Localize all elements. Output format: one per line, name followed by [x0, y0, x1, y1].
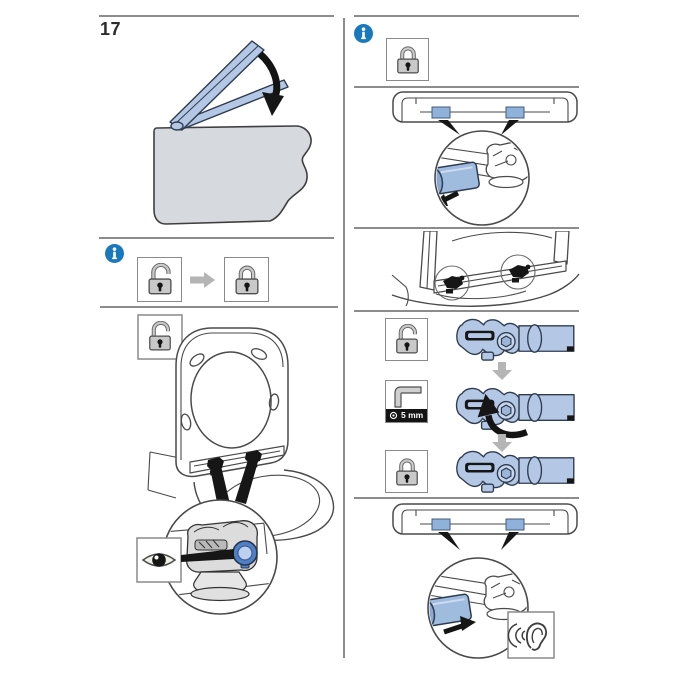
- magnifier-detail: [434, 130, 530, 226]
- close-direction-arrow: [257, 51, 284, 116]
- seat-right-edge: [553, 231, 570, 265]
- section-rule: [99, 15, 334, 17]
- callout-arrow-right: [235, 458, 259, 504]
- unlocked-state-box: [137, 257, 182, 302]
- hinge-highlight-left: [434, 265, 470, 301]
- seat-lid-slat: [169, 40, 265, 131]
- open-padlock-icon: [391, 324, 423, 356]
- section-rule: [354, 497, 579, 499]
- section-rule: [99, 237, 334, 239]
- hinge-mechanism-turning: [452, 378, 580, 439]
- illustration-close-lid: [153, 40, 312, 225]
- unlocked-state-box: [137, 314, 183, 360]
- illustration-seat-raised: [391, 231, 580, 307]
- eye-check-box: [136, 537, 182, 583]
- callout-arrow-right: [501, 532, 519, 550]
- section-rule: [354, 86, 579, 88]
- unlocked-state-box: [385, 318, 428, 361]
- section-rule: [100, 306, 338, 308]
- illustration-seat-check: [136, 314, 335, 615]
- locked-state-box: [385, 450, 428, 493]
- socket-size-icon: [389, 411, 398, 419]
- seat-ring: [175, 327, 289, 478]
- section-rule: [354, 15, 579, 17]
- section-rule: [354, 310, 579, 312]
- next-step-arrow-icon: [492, 434, 512, 452]
- ear-listen-icon: [507, 622, 548, 651]
- seat-underside: [392, 91, 578, 123]
- closed-padlock-icon: [230, 263, 264, 297]
- callout-arrow-left: [438, 532, 460, 550]
- step-number: 17: [100, 19, 122, 39]
- seat-underside: [392, 503, 578, 535]
- callout-arrow-right: [501, 120, 519, 135]
- callout-arrow-left: [210, 466, 230, 507]
- listen-box: [507, 611, 555, 659]
- hinge-mechanism-unlocked: [452, 316, 580, 363]
- toilet-bowl: [391, 273, 580, 307]
- column-divider: [343, 18, 345, 658]
- allen-key-size-bar: 5 mm: [386, 408, 427, 422]
- allen-key-size-label: 5 mm: [401, 410, 424, 420]
- seat-arc: [451, 231, 553, 242]
- transition-arrow-icon: [190, 272, 215, 288]
- locked-state-box: [224, 257, 269, 302]
- eye-pointer-arrow: [181, 549, 234, 562]
- closed-padlock-icon: [391, 456, 423, 488]
- slide-in-arrow: [443, 616, 476, 635]
- roller-cylinder: [436, 161, 480, 196]
- illustration-remove-roller: [392, 91, 578, 226]
- section-rule: [354, 227, 579, 229]
- blue-lock-knob: [232, 540, 258, 569]
- hinge-highlight-right: [500, 254, 536, 290]
- next-step-arrow-icon: [492, 362, 512, 380]
- allen-key-icon: [393, 385, 422, 408]
- eye-check-icon: [141, 553, 177, 567]
- rotate-arrow: [477, 393, 528, 439]
- locked-state-box: [386, 38, 429, 81]
- magnifier-detail: [427, 557, 555, 659]
- info-icon: [105, 244, 124, 263]
- illustration-attach-roller: [392, 503, 578, 659]
- allen-key-tool-box: 5 mm: [385, 380, 428, 423]
- closed-padlock-icon: [392, 44, 424, 76]
- hinge-mechanism-locked: [452, 448, 580, 495]
- open-padlock-icon: [143, 263, 177, 297]
- toilet-bowl-profile: [153, 125, 312, 225]
- magnifier-detail: [136, 499, 278, 615]
- info-icon: [354, 24, 373, 43]
- callout-arrow-left: [438, 120, 460, 135]
